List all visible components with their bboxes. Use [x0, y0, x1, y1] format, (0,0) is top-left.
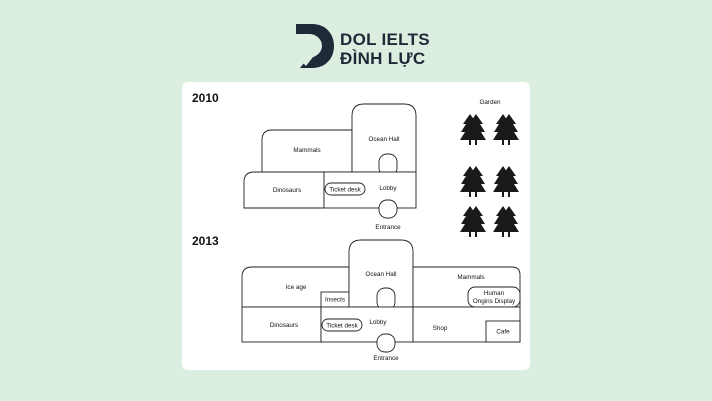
entrance-door-2013 [376, 333, 396, 353]
human-origins-2013-label-line1: Human [484, 290, 505, 297]
ticket-desk-2010 [324, 182, 366, 196]
ocean-hall-2013-label: Ocean Hall [365, 271, 396, 278]
dinosaurs-2010 [243, 171, 325, 209]
dol-logo-icon [296, 24, 334, 68]
tree-icon [493, 114, 519, 145]
dinosaurs-2010-label: Dinosaurs [273, 187, 301, 194]
ice-age-2013-label: Ice age [286, 284, 307, 291]
ocean-hall-2010 [351, 103, 417, 173]
tree-icon [493, 166, 519, 197]
mammals-2010 [261, 129, 353, 173]
ocean-hall-2013 [348, 239, 414, 308]
cafe-2013-label: Cafe [496, 329, 510, 336]
ocean-hall-2010-label: Ocean Hall [368, 136, 399, 143]
tree-icon [460, 166, 486, 197]
brand-subname: ĐÌNH LỰC [340, 49, 426, 68]
lobby-2013-label: Lobby [369, 319, 387, 326]
mammals-2010-label: Mammals [293, 147, 320, 154]
museum-floor-plans: 2010 Mammals Ocean Hall Dinosaurs Lobby … [192, 91, 521, 362]
ticket-desk-2013 [321, 318, 363, 332]
cafe-2013 [485, 320, 521, 343]
tree-icon [460, 206, 486, 237]
entrance-door-2010 [378, 199, 398, 219]
shop-2013-label: Shop [433, 325, 448, 332]
entrance-2010-label: Entrance [375, 224, 401, 231]
ticket-desk-2010-label: Ticket desk [329, 187, 361, 194]
lobby-2010-label: Lobby [379, 185, 397, 192]
dinosaurs-2013-label: Dinosaurs [270, 322, 298, 329]
tree-icon [460, 114, 486, 145]
tree-icon [493, 206, 519, 237]
year-2010: 2010 [192, 91, 219, 105]
entrance-2013-label: Entrance [373, 355, 399, 362]
brand-logo: DOL IELTS ĐÌNH LỰC [294, 22, 434, 70]
mammals-2013-label: Mammals [457, 274, 484, 281]
insects-2013-label: Insects [325, 297, 345, 304]
year-2013: 2013 [192, 234, 219, 248]
garden-2010-label: Garden [479, 99, 501, 106]
human-origins-2013-label-line2: Ongins Display [473, 298, 516, 305]
museum-map-card: 2010 Mammals Ocean Hall Dinosaurs Lobby … [182, 82, 530, 370]
brand-name: DOL IELTS [340, 30, 430, 49]
ticket-desk-2013-label: Ticket desk [326, 323, 358, 330]
